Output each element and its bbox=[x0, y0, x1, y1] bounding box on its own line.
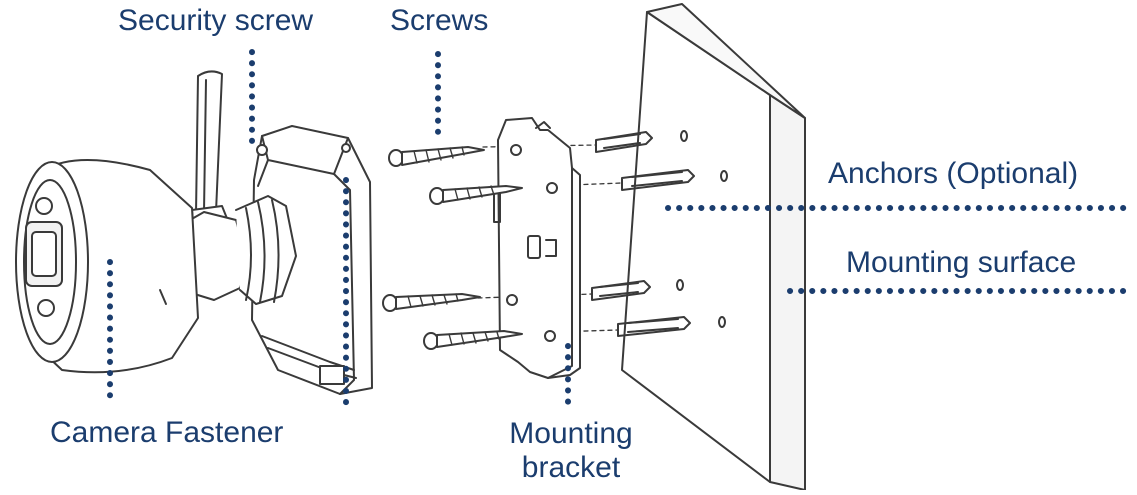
label-mounting-bracket-line2: bracket bbox=[521, 451, 621, 484]
screw-3 bbox=[382, 293, 481, 312]
label-security-screw: Security screw bbox=[118, 4, 314, 37]
label-camera-fastener: Camera Fastener bbox=[50, 416, 284, 449]
screw-4 bbox=[423, 330, 523, 350]
screw-1 bbox=[388, 146, 485, 167]
mounting-surface-wall bbox=[621, 3, 806, 491]
label-screws: Screws bbox=[390, 4, 489, 37]
label-mounting-surface: Mounting surface bbox=[846, 246, 1077, 279]
camera-body bbox=[15, 159, 199, 374]
anchor-2 bbox=[621, 169, 728, 191]
screw-2 bbox=[429, 185, 523, 205]
anchor-3 bbox=[591, 279, 684, 301]
camera-fastener-mount bbox=[251, 125, 373, 395]
label-anchors: Anchors (Optional) bbox=[828, 157, 1079, 190]
label-mounting-bracket: Mounting bracket bbox=[496, 417, 646, 485]
anchors-group bbox=[591, 130, 728, 337]
mounting-bracket bbox=[493, 117, 581, 379]
anchor-1 bbox=[595, 130, 688, 153]
anchor-4 bbox=[617, 316, 726, 337]
label-mounting-bracket-line1: Mounting bbox=[509, 417, 633, 450]
antenna bbox=[191, 70, 231, 233]
